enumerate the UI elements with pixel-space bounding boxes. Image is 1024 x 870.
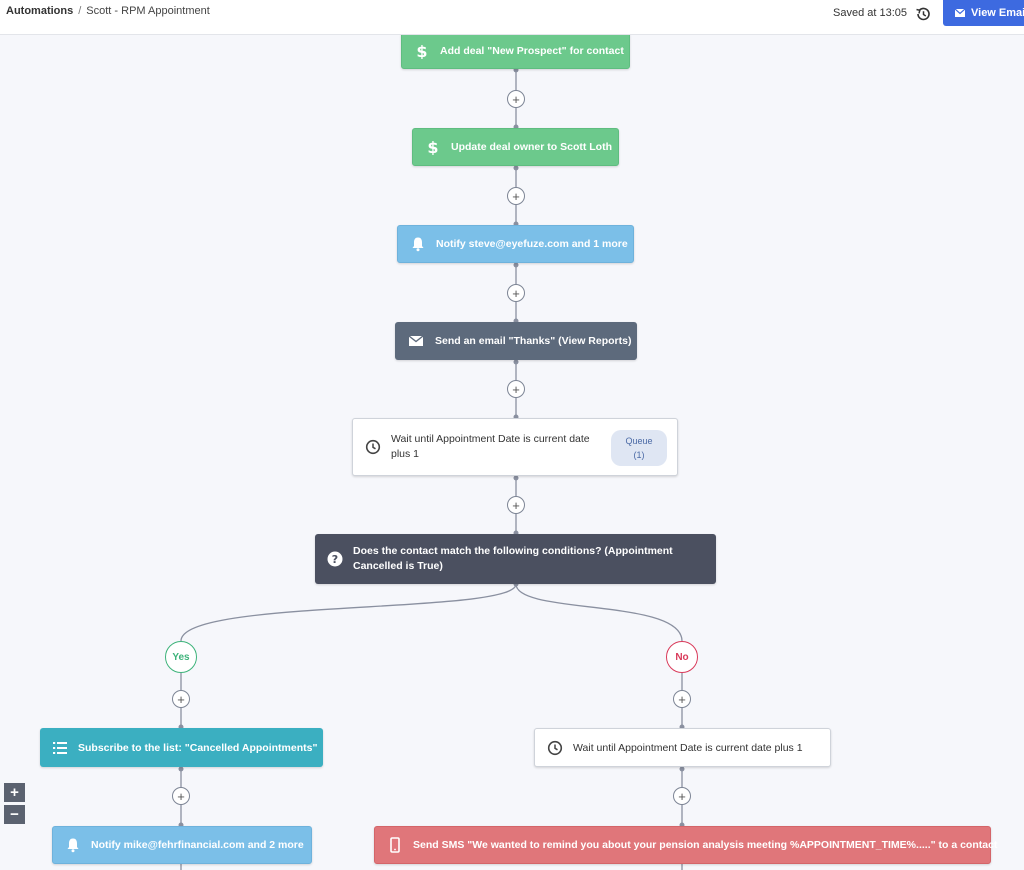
add-deal-label: Add deal "New Prospect" for contact bbox=[440, 44, 624, 57]
envelope-icon bbox=[955, 9, 965, 17]
saved-status: Saved at 13:05 bbox=[833, 7, 908, 19]
subscribe-list-action[interactable]: Subscribe to the list: "Cancelled Appoin… bbox=[40, 728, 323, 767]
no-branch-label[interactable]: No bbox=[666, 641, 698, 673]
clock-icon bbox=[365, 439, 381, 455]
add-step-button[interactable]: + bbox=[172, 787, 190, 805]
bell-icon bbox=[67, 838, 79, 853]
wait-until-label: Wait until Appointment Date is current d… bbox=[573, 741, 803, 754]
condition-label: Does the contact match the following con… bbox=[353, 545, 673, 572]
view-email-button[interactable]: View Email bbox=[943, 0, 1024, 26]
add-step-button[interactable]: + bbox=[507, 496, 525, 514]
add-step-button[interactable]: + bbox=[673, 690, 691, 708]
svg-text:$: $ bbox=[416, 43, 427, 59]
clock-icon bbox=[547, 740, 563, 755]
envelope-icon bbox=[408, 335, 424, 346]
update-deal-owner-action[interactable]: $ Update deal owner to Scott Loth bbox=[412, 128, 619, 166]
bell-icon bbox=[412, 237, 424, 252]
add-step-button[interactable]: + bbox=[507, 284, 525, 302]
wait-until-label: Wait until Appointment Date is current d… bbox=[391, 433, 590, 460]
svg-text:?: ? bbox=[332, 553, 338, 566]
phone-icon bbox=[390, 837, 400, 853]
queue-label: Queue bbox=[625, 436, 653, 446]
dollar-icon: $ bbox=[427, 139, 438, 155]
breadcrumb-separator: / bbox=[78, 5, 82, 17]
notify-steve-label: Notify steve@eyefuze.com and 1 more bbox=[436, 238, 628, 250]
svg-text:$: $ bbox=[427, 139, 438, 155]
queue-badge[interactable]: Queue (1) bbox=[611, 430, 667, 466]
wait-until-action[interactable]: Wait until Appointment Date is current d… bbox=[352, 418, 678, 476]
question-icon: ? bbox=[327, 551, 343, 567]
update-deal-owner-label: Update deal owner to Scott Loth bbox=[451, 141, 613, 153]
breadcrumb-current: Scott - RPM Appointment bbox=[86, 5, 210, 17]
top-bar: Automations / Scott - RPM Appointment Save… bbox=[0, 0, 1024, 35]
condition-node[interactable]: ? Does the contact match the following c… bbox=[315, 534, 716, 584]
add-step-button[interactable]: + bbox=[507, 380, 525, 398]
add-step-button[interactable]: + bbox=[673, 787, 691, 805]
breadcrumb: Automations / Scott - RPM Appointment bbox=[6, 5, 210, 17]
list-icon bbox=[53, 741, 67, 754]
zoom-in-button[interactable]: + bbox=[4, 783, 25, 802]
notify-steve-action[interactable]: Notify steve@eyefuze.com and 1 more bbox=[397, 225, 634, 263]
yes-branch-label[interactable]: Yes bbox=[165, 641, 197, 673]
queue-count: (1) bbox=[633, 450, 645, 460]
send-sms-action[interactable]: Send SMS "We wanted to remind you about … bbox=[374, 826, 997, 864]
breadcrumb-automations-link[interactable]: Automations bbox=[6, 5, 74, 17]
wait-until-action[interactable]: Wait until Appointment Date is current d… bbox=[534, 728, 831, 767]
view-email-label: View Email bbox=[971, 7, 1024, 19]
add-deal-action[interactable]: $ Add deal "New Prospect" for contact bbox=[401, 32, 630, 69]
notify-mike-action[interactable]: Notify mike@fehrfinancial.com and 2 more bbox=[52, 826, 312, 864]
dollar-icon: $ bbox=[416, 43, 427, 59]
add-step-button[interactable]: + bbox=[172, 690, 190, 708]
send-email-action[interactable]: Send an email "Thanks" (View Reports) bbox=[395, 322, 637, 360]
zoom-out-button[interactable]: − bbox=[4, 805, 25, 824]
add-step-button[interactable]: + bbox=[507, 187, 525, 205]
notify-mike-label: Notify mike@fehrfinancial.com and 2 more bbox=[91, 839, 304, 851]
add-step-button[interactable]: + bbox=[507, 90, 525, 108]
subscribe-list-label: Subscribe to the list: "Cancelled Appoin… bbox=[78, 741, 318, 754]
send-email-label: Send an email "Thanks" (View Reports) bbox=[435, 335, 632, 347]
send-sms-label: Send SMS "We wanted to remind you about … bbox=[413, 839, 998, 851]
history-icon[interactable] bbox=[914, 5, 932, 23]
